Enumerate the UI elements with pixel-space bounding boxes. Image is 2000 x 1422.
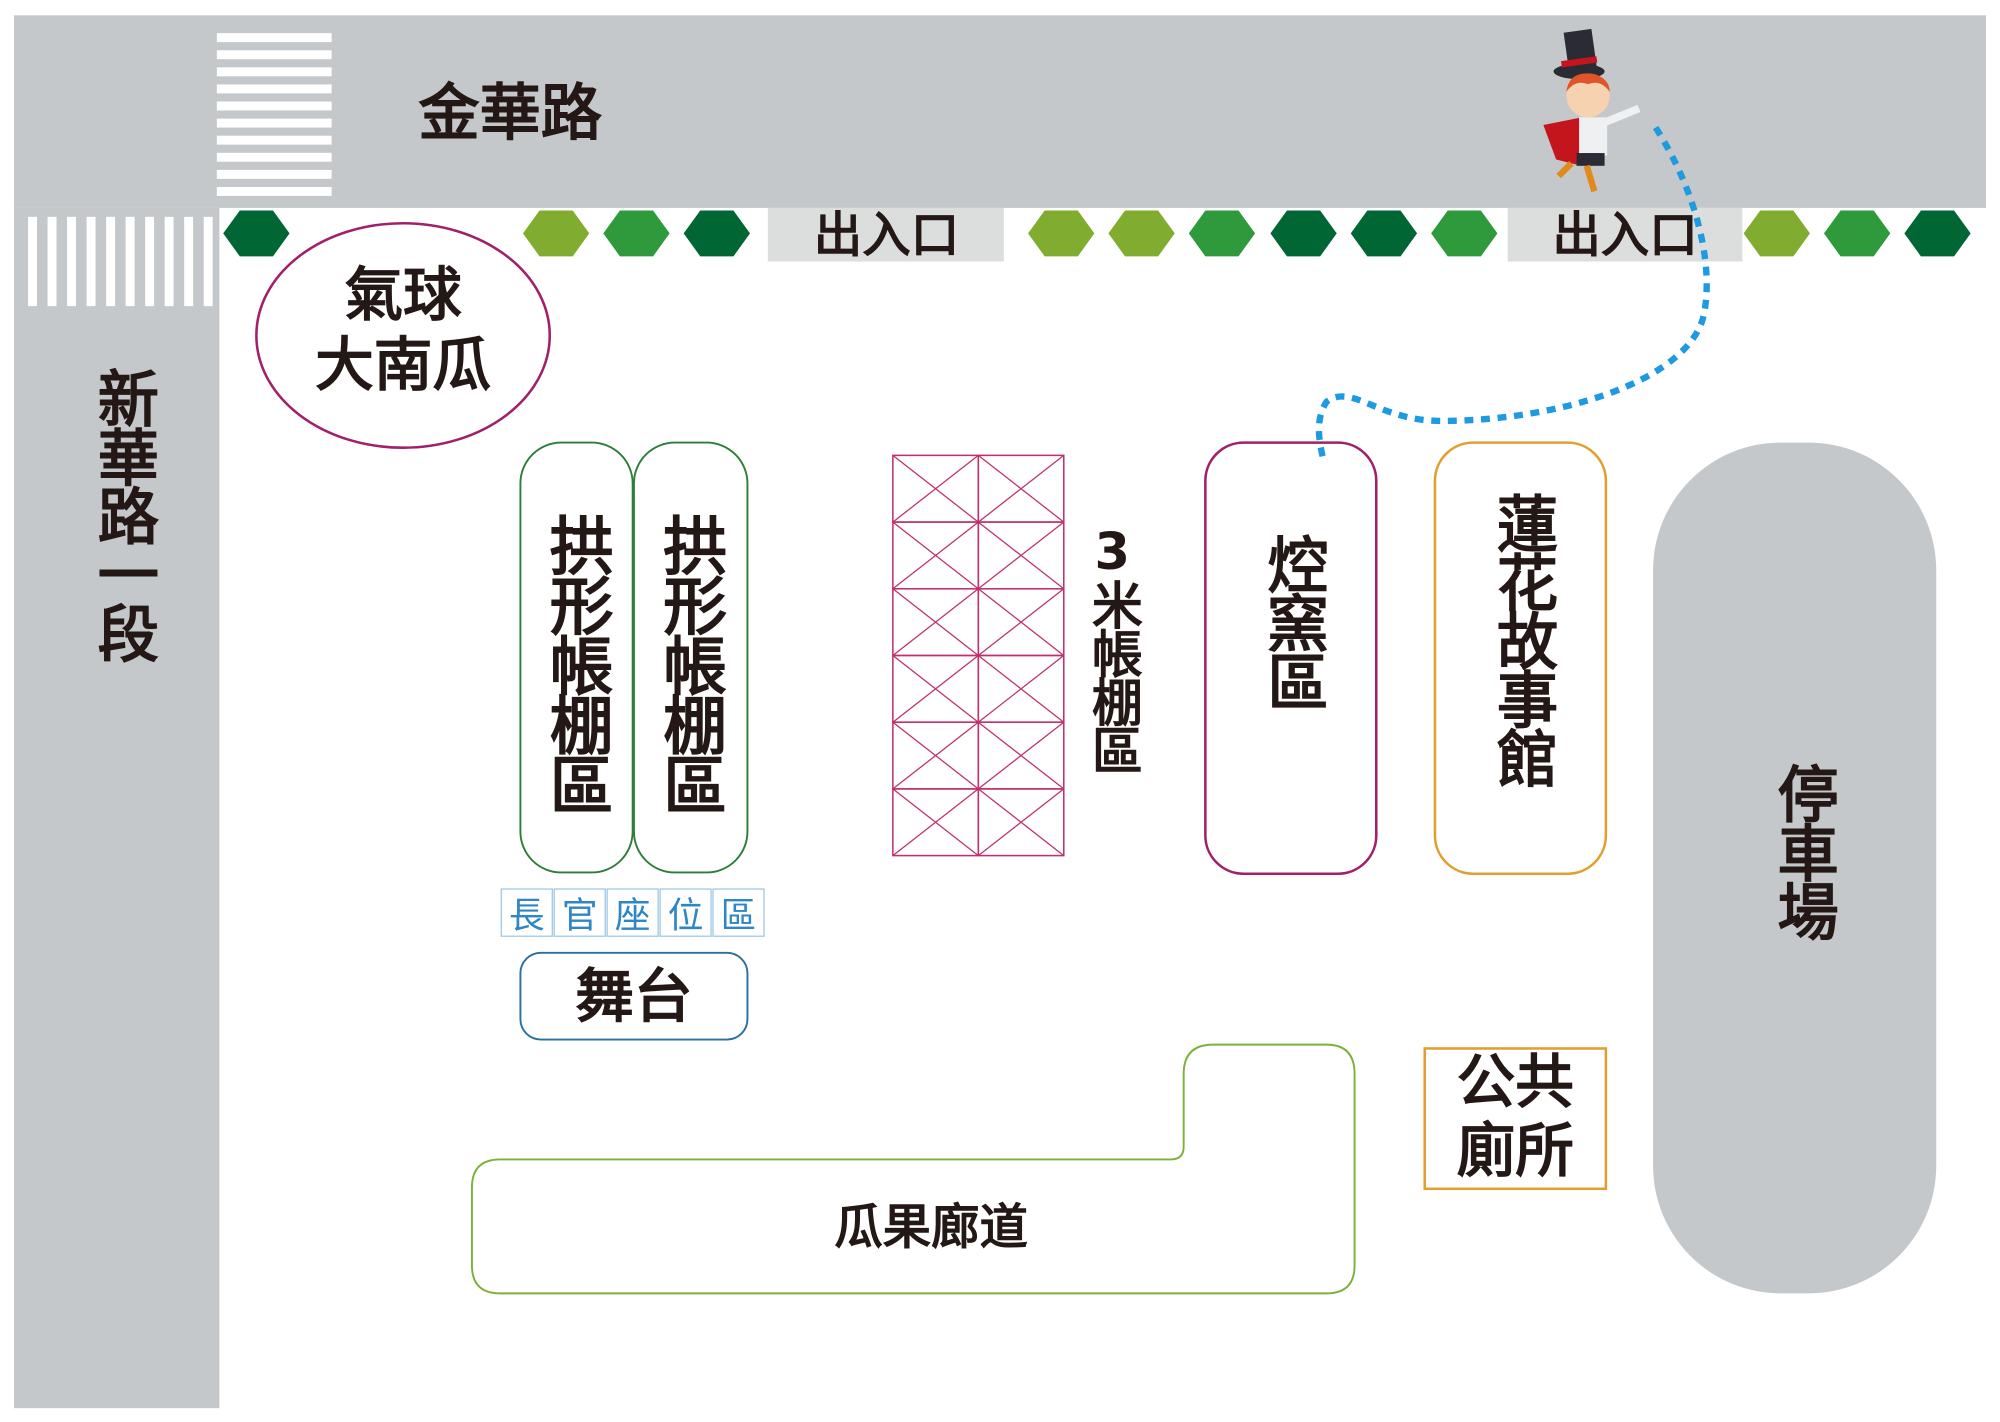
lotus-museum-area[interactable]	[1433, 441, 1608, 875]
crosswalk-stripe	[164, 216, 174, 307]
tent-3m-cell	[977, 788, 1065, 857]
hedge-hexagon	[223, 210, 290, 257]
road-label-jinhua: 金華路	[417, 78, 602, 149]
crosswalk-stripe	[125, 216, 135, 307]
entrance-1[interactable]: 出入口	[814, 207, 959, 263]
seat-box	[500, 888, 553, 937]
seat-label: 座	[615, 895, 651, 936]
balloon-label: 氣球	[344, 261, 462, 329]
tent-3m-cell	[977, 654, 1065, 723]
hedge-hexagon	[522, 210, 590, 257]
officials-seating-area[interactable]: 長官座位區	[500, 888, 765, 937]
melon-corridor-label: 瓜果廊道	[834, 1200, 1028, 1256]
crosswalk-stripe	[145, 216, 155, 307]
hedge-hexagon	[1350, 210, 1418, 257]
hedge-hexagon	[1904, 210, 1971, 257]
seat-label: 區	[721, 895, 757, 936]
crosswalk-stripe	[216, 186, 332, 196]
kiln-area[interactable]	[1204, 441, 1378, 875]
tent-3m-cell	[892, 454, 980, 523]
stage-label: 舞台	[575, 963, 692, 1031]
arch-tent-area-2[interactable]	[632, 441, 749, 874]
crosswalk-stripe	[86, 216, 96, 307]
hedge-hexagon	[1188, 210, 1256, 257]
entrance-2[interactable]: 出入口	[1552, 207, 1697, 263]
restroom-area[interactable]	[1423, 1047, 1608, 1191]
crosswalk-stripe	[216, 67, 332, 77]
tent-3m-cell	[892, 521, 980, 590]
arch-tent-label-1: 拱形帳棚區	[539, 512, 614, 813]
tent-3m-grid[interactable]	[892, 454, 1065, 857]
seat-box	[553, 888, 606, 937]
entrance-1-bg	[767, 207, 1004, 262]
crosswalk-stripe	[216, 152, 332, 162]
tent-3m-cell	[977, 721, 1065, 790]
melon-corridor-area[interactable]	[470, 1043, 1356, 1295]
lotus-museum-label: 蓮花故事館	[1485, 492, 1557, 786]
arch-tent-label-2: 拱形帳棚區	[653, 512, 728, 813]
seat-label: 長	[509, 895, 545, 936]
restroom-label-1: 公共	[1457, 1048, 1574, 1116]
pumpkin-label: 大南瓜	[315, 331, 491, 399]
crosswalk-stripe	[67, 216, 77, 307]
crosswalk-stripe	[47, 216, 57, 307]
seat-label: 位	[668, 895, 704, 936]
crosswalk-stripe	[184, 216, 194, 307]
tent-3m-cell	[892, 588, 980, 657]
hedge-hexagon	[1743, 210, 1810, 257]
hedge-hexagon	[1270, 210, 1337, 257]
crosswalk-stripe	[203, 216, 213, 307]
hedge-hexagon	[683, 210, 750, 257]
restroom-label-2: 廁所	[1457, 1117, 1574, 1185]
seat-label: 官	[562, 895, 598, 936]
tent-3m-cell	[892, 721, 980, 790]
crosswalk-stripe	[216, 84, 332, 94]
crosswalk-stripe	[106, 216, 116, 307]
crosswalk-stripe	[216, 101, 332, 111]
tent-3m-cell	[977, 521, 1065, 590]
tent-3m-cell	[977, 454, 1065, 523]
tent-3m-label: 3米帳棚區	[1082, 522, 1142, 773]
crosswalk-stripe	[216, 169, 332, 179]
crosswalk-stripe	[216, 135, 332, 145]
parking-label: 停車場	[1766, 762, 1838, 939]
hedge-hexagon	[1823, 210, 1891, 257]
seat-box	[659, 888, 712, 937]
hedge-hexagon	[603, 210, 670, 257]
seat-box	[712, 888, 765, 937]
walking-route	[1315, 125, 1710, 463]
hedge-hexagon	[1431, 210, 1498, 257]
crosswalk-left	[28, 216, 213, 307]
tent-3m-cell	[892, 654, 980, 723]
crosswalk-stripe	[216, 50, 332, 60]
parking-area[interactable]	[1653, 442, 1937, 1294]
vampire-mascot	[1543, 28, 1641, 193]
crosswalk-stripe	[216, 118, 332, 128]
crosswalk-top	[216, 33, 332, 196]
road-label-xinhua: 新華路一段	[86, 367, 158, 661]
tent-3m-cell	[892, 788, 980, 857]
hedge-hexagon	[1108, 210, 1175, 257]
xinhua-road	[14, 207, 220, 1409]
crosswalk-stripe	[216, 33, 332, 43]
seat-box	[606, 888, 659, 937]
hedge-row	[223, 210, 1971, 257]
crosswalk-stripe	[28, 216, 37, 307]
hedge-hexagon	[1028, 210, 1095, 257]
kiln-label: 焢窯區	[1255, 533, 1328, 710]
jinhua-road	[14, 15, 1986, 208]
balloon-pumpkin-area[interactable]	[255, 221, 552, 449]
arch-tent-area-1[interactable]	[519, 441, 634, 874]
stage-area[interactable]	[519, 951, 749, 1041]
tent-3m-cell	[977, 588, 1065, 657]
